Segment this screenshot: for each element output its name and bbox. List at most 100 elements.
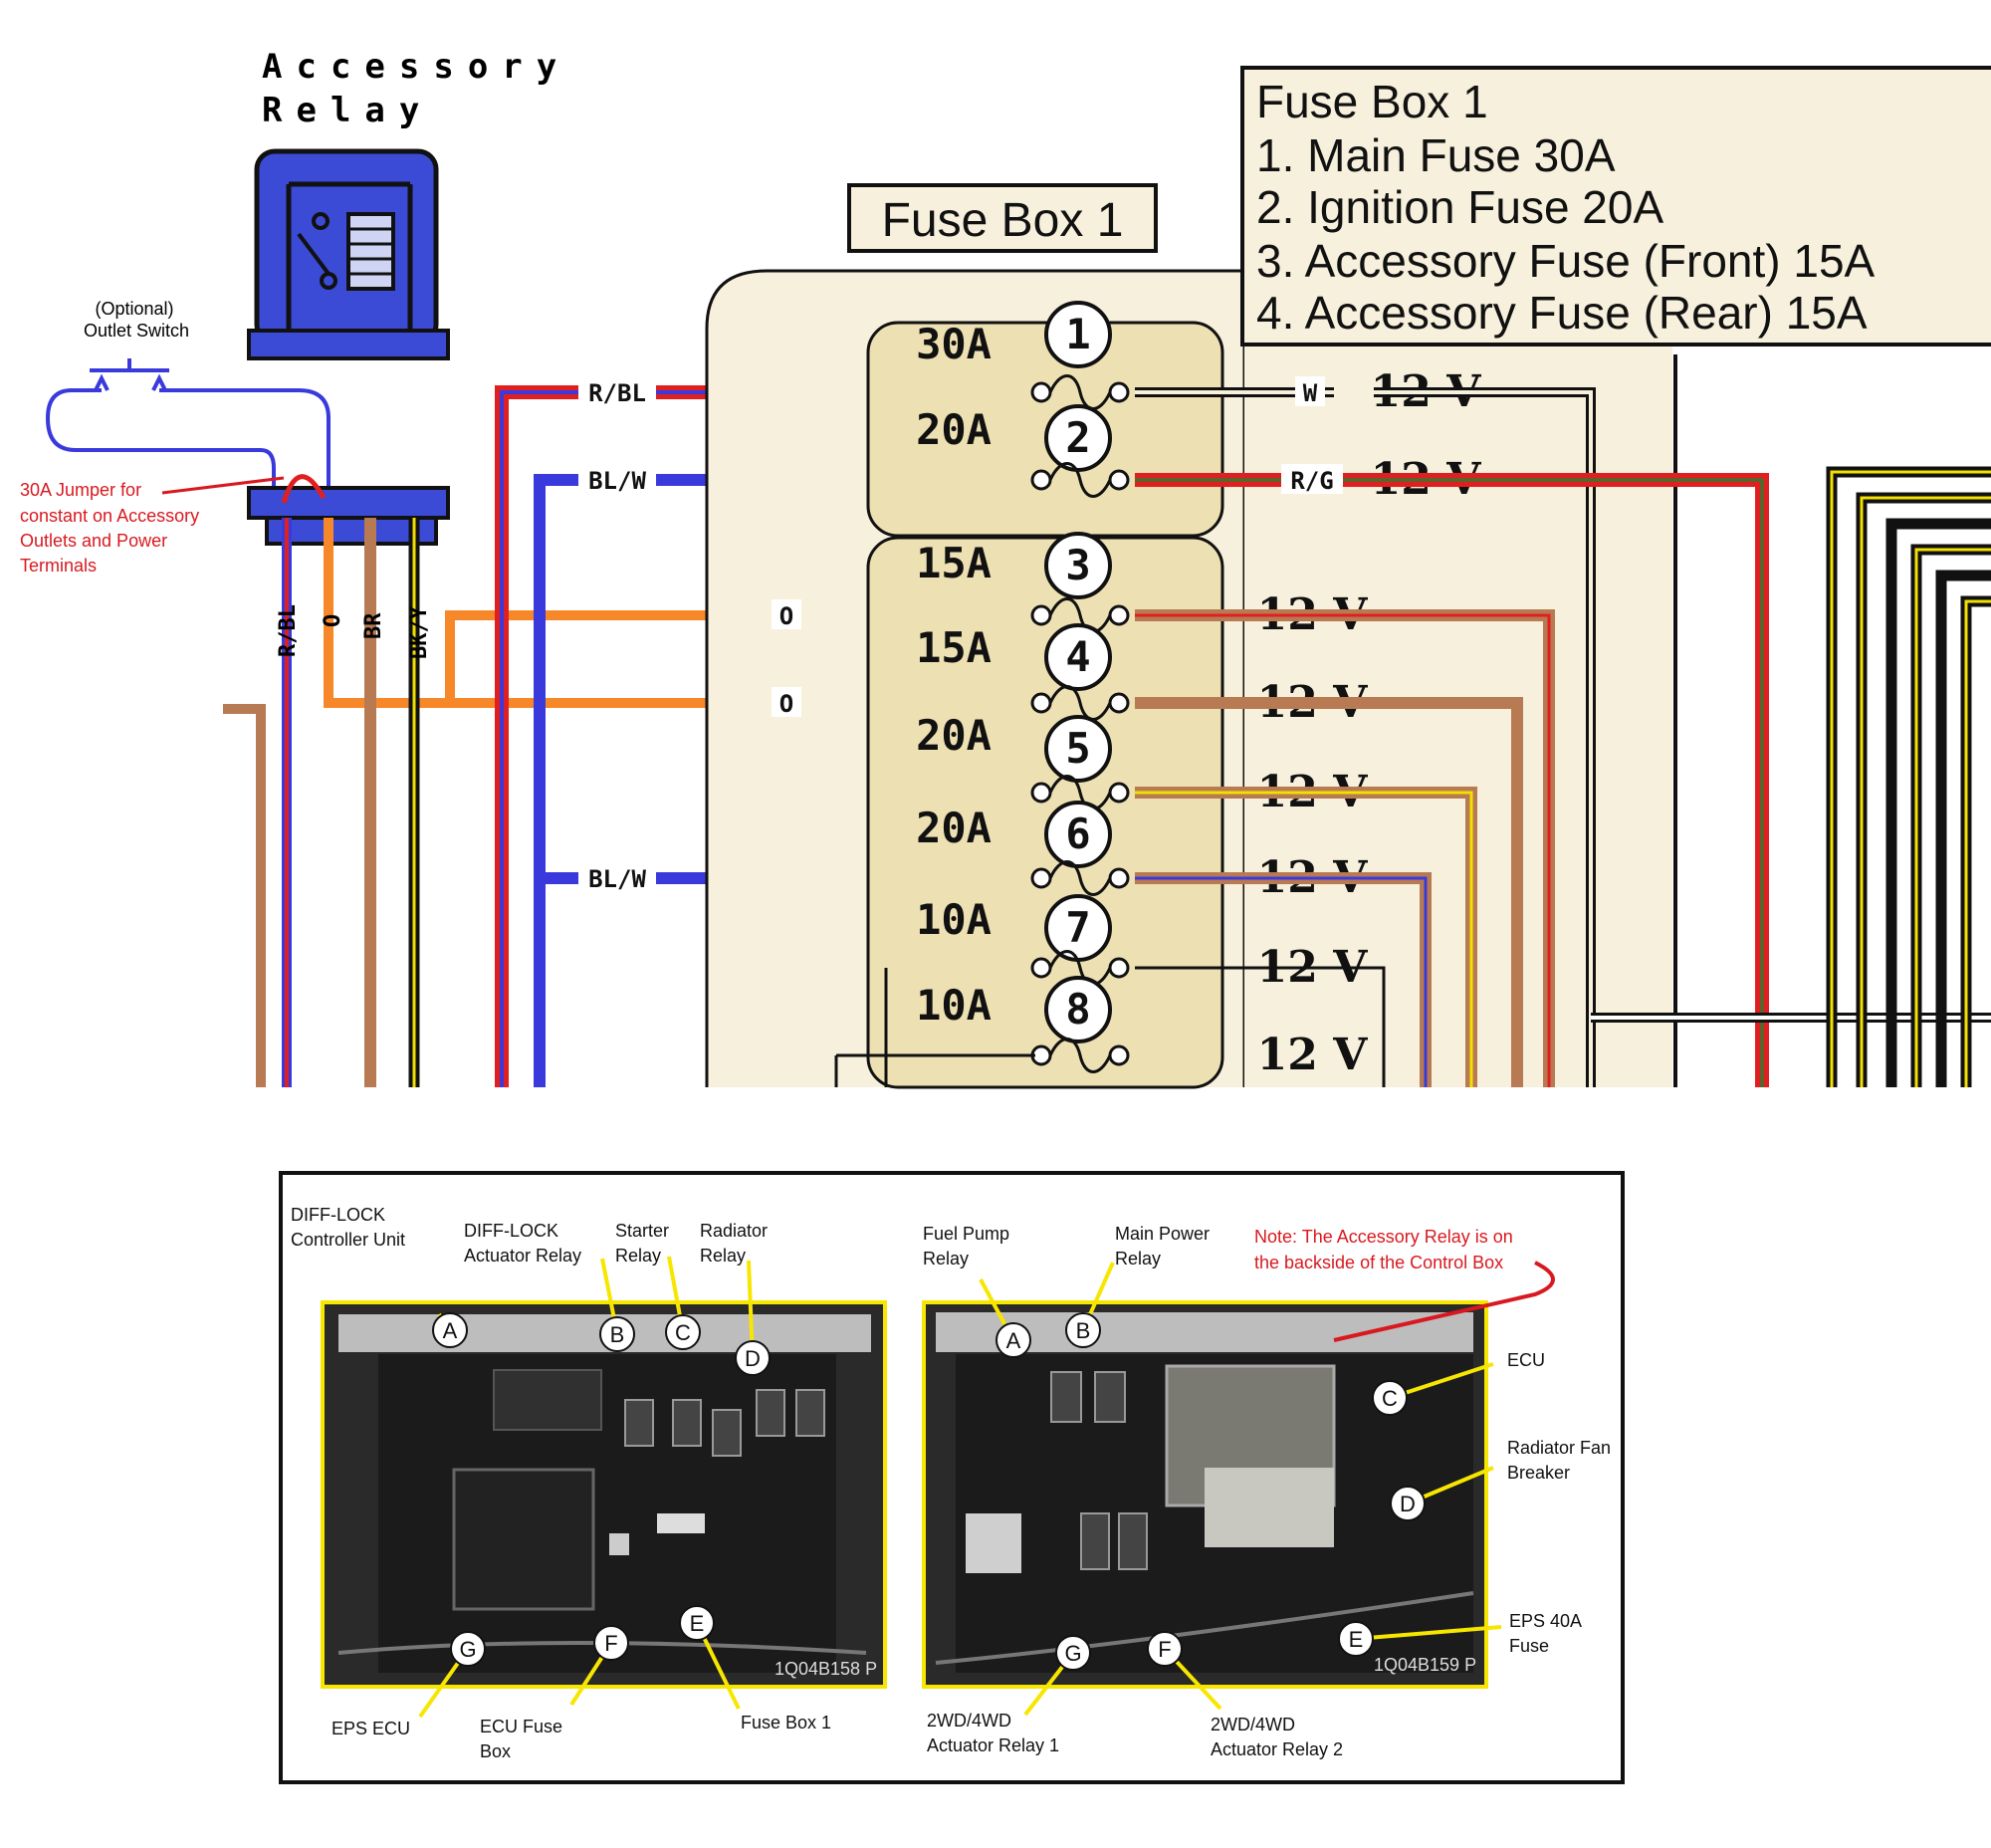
callout-circle <box>996 1322 1031 1358</box>
callout-label: EPS ECU <box>332 1719 410 1738</box>
fuse-terminal-out <box>1108 957 1130 979</box>
note-line: the backside of the Control Box <box>1254 1253 1503 1272</box>
callout-label: Starter <box>615 1221 669 1241</box>
fuse-number-circle <box>1044 532 1112 599</box>
callout-label: EPS 40A <box>1509 1611 1582 1631</box>
callout-circle <box>432 1312 468 1348</box>
wire-label-out-2: R/G <box>1290 467 1333 495</box>
callout-label: Fuse <box>1509 1636 1549 1656</box>
callout-letter: B <box>1076 1318 1091 1343</box>
fuse-element <box>1048 775 1112 810</box>
callout-left-g: G EPS ECU <box>332 1631 486 1738</box>
callout-circle <box>1055 1635 1091 1671</box>
fuse-rating: 10A <box>916 895 992 944</box>
callout-circle <box>679 1605 715 1641</box>
callout-label: DIFF-LOCK <box>464 1221 558 1241</box>
callout-circle <box>450 1631 486 1667</box>
fuse-element <box>1048 1038 1112 1073</box>
fuse-out-label-bg <box>1260 942 1366 988</box>
fuse-number: 6 <box>1065 809 1090 858</box>
callout-circle <box>1065 1312 1101 1348</box>
callout-letter: F <box>604 1631 617 1656</box>
photo-left-code: 1Q04B158 P <box>774 1659 877 1679</box>
callout-label: Radiator Fan <box>1507 1438 1611 1458</box>
accessory-relay-group: Accessory Relay (Optional) Outlet Switch <box>20 47 796 1087</box>
callout-circle <box>1372 1380 1408 1416</box>
callout-circle <box>1147 1631 1183 1667</box>
callout-letter: E <box>1349 1627 1364 1652</box>
callout-leader <box>1389 1362 1494 1400</box>
photo-right-code: 1Q04B159 P <box>1374 1655 1476 1675</box>
fuse-number: 5 <box>1065 724 1090 773</box>
callout-label: ECU <box>1507 1350 1545 1370</box>
callout-label: 2WD/4WD <box>1211 1715 1295 1734</box>
fuse-terminal-out <box>1108 782 1130 804</box>
fusebox-legend: Fuse Box 1 1. Main Fuse 30A 2. Ignition … <box>1240 66 1991 346</box>
fuse-number: 2 <box>1065 413 1090 462</box>
callout-letter: G <box>1064 1641 1081 1666</box>
outlet-switch-symbol <box>45 358 331 498</box>
fuse-number-circle <box>1044 976 1112 1043</box>
fusebox-title-box <box>847 183 1158 253</box>
callout-label: ECU Fuse <box>480 1717 562 1736</box>
callout-label: Fuse Box 1 <box>741 1713 831 1732</box>
fuse-out-voltage: 12 V <box>1257 1030 1369 1080</box>
fuse-number-circle <box>1044 801 1112 868</box>
fuse-number-circle <box>1044 301 1112 368</box>
fuse-number: 8 <box>1065 985 1090 1034</box>
callout-letter: D <box>1400 1492 1416 1516</box>
wire-label-in-4: O <box>779 690 793 718</box>
switch-label-line1: (Optional) <box>95 299 173 319</box>
callout-circle <box>665 1314 701 1350</box>
callout-letter: A <box>1006 1328 1021 1353</box>
control-box-photo-panel: 1Q04B158 P 1Q04B159 P Note: The Accessor… <box>279 1171 1625 1784</box>
jumper-note-pointer <box>161 476 285 495</box>
callout-label: Fuel Pump <box>923 1224 1009 1244</box>
wire-label-out-2-bg <box>1281 464 1343 494</box>
note-pointer <box>1333 1261 1555 1342</box>
callout-label: Actuator Relay <box>464 1246 581 1266</box>
jumper-wire <box>281 474 327 504</box>
fuse-terminal-out <box>1108 1044 1130 1066</box>
fuse-rating: 20A <box>916 405 992 454</box>
callout-circle <box>735 1340 771 1376</box>
terminal-label-o: O <box>321 614 345 627</box>
callout-label: Main Power <box>1115 1224 1210 1244</box>
wire-label-in-2-bg <box>578 464 656 494</box>
relay-wires <box>223 518 796 1087</box>
callout-letter: D <box>745 1346 761 1371</box>
fuse-element <box>1048 860 1112 896</box>
fusebox-output-wires <box>834 387 1991 1087</box>
callout-label: Controller Unit <box>291 1230 405 1250</box>
wire-label-in-6: BL/W <box>588 865 646 893</box>
fuse-terminal-out <box>1108 381 1130 403</box>
fuse-out-label-bg <box>1260 1030 1366 1075</box>
relay-title-line1: Accessory <box>262 47 570 87</box>
legend-item-1: 1. Main Fuse 30A <box>1256 129 1616 181</box>
wire-label-in-2: BL/W <box>588 467 646 495</box>
callout-label: Radiator <box>700 1221 768 1241</box>
fuse-element <box>1048 462 1112 498</box>
fuse-terminal-in <box>1030 604 1052 626</box>
fuse-element <box>1048 685 1112 721</box>
callout-letter: G <box>459 1637 476 1662</box>
callout-circle <box>1338 1621 1374 1657</box>
fuse-terminal-out <box>1108 469 1130 491</box>
fuse-element <box>1048 597 1112 633</box>
fuse-number: 4 <box>1065 632 1090 681</box>
callout-circle <box>599 1316 635 1352</box>
fuse-rating: 30A <box>916 320 992 368</box>
relay-connector <box>247 486 450 546</box>
callout-label: 2WD/4WD <box>927 1711 1011 1731</box>
